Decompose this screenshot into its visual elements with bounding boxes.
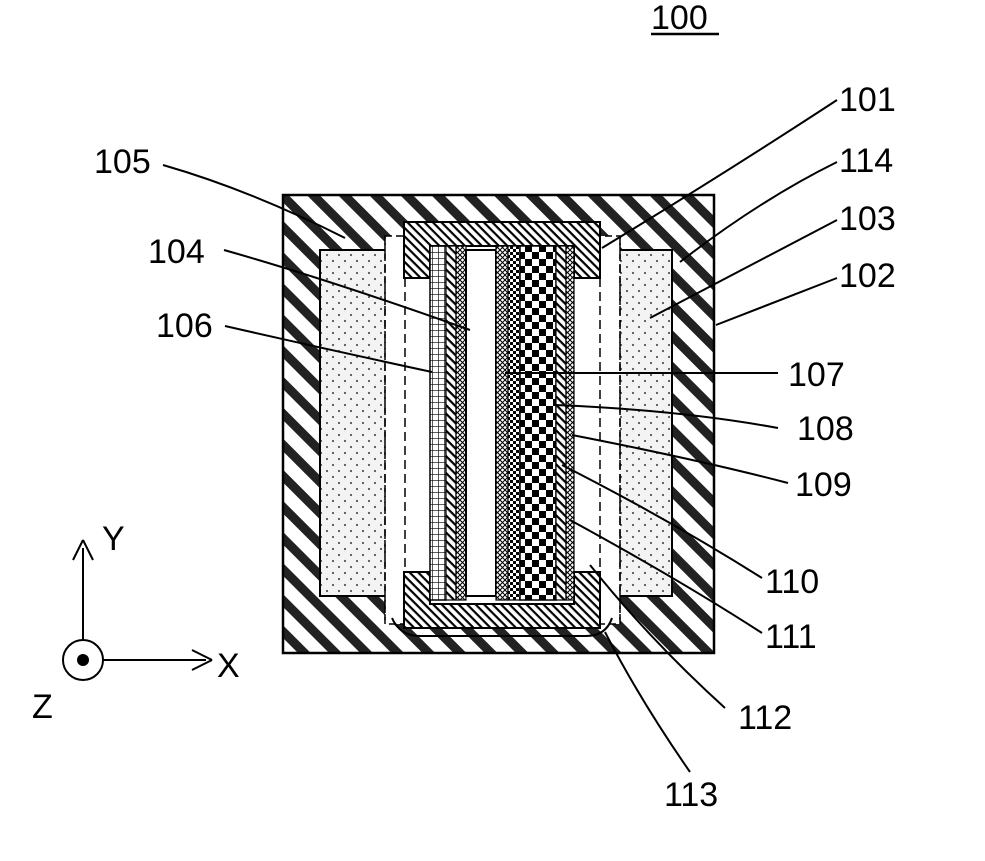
axis-label-y: Y xyxy=(102,520,125,558)
label-113: 113 xyxy=(664,776,718,814)
axis-label-x: X xyxy=(217,647,240,685)
label-101: 101 xyxy=(839,81,896,119)
figure-reference: 100 xyxy=(651,0,719,37)
coordinate-axes: Y X Z xyxy=(32,520,240,726)
label-111: 111 xyxy=(765,618,817,656)
label-103: 103 xyxy=(839,200,896,238)
label-106: 106 xyxy=(156,307,213,345)
figure-reference-number: 100 xyxy=(651,0,708,37)
label-102: 102 xyxy=(839,257,896,295)
label-110: 110 xyxy=(765,563,819,601)
label-108: 108 xyxy=(797,410,854,448)
label-104: 104 xyxy=(148,233,205,271)
axis-label-z: Z xyxy=(32,688,53,726)
label-107: 107 xyxy=(788,356,845,394)
label-109: 109 xyxy=(795,466,852,504)
label-114: 114 xyxy=(839,142,893,180)
core-layers xyxy=(430,246,574,600)
label-105: 105 xyxy=(94,143,151,181)
label-112: 112 xyxy=(738,699,792,737)
